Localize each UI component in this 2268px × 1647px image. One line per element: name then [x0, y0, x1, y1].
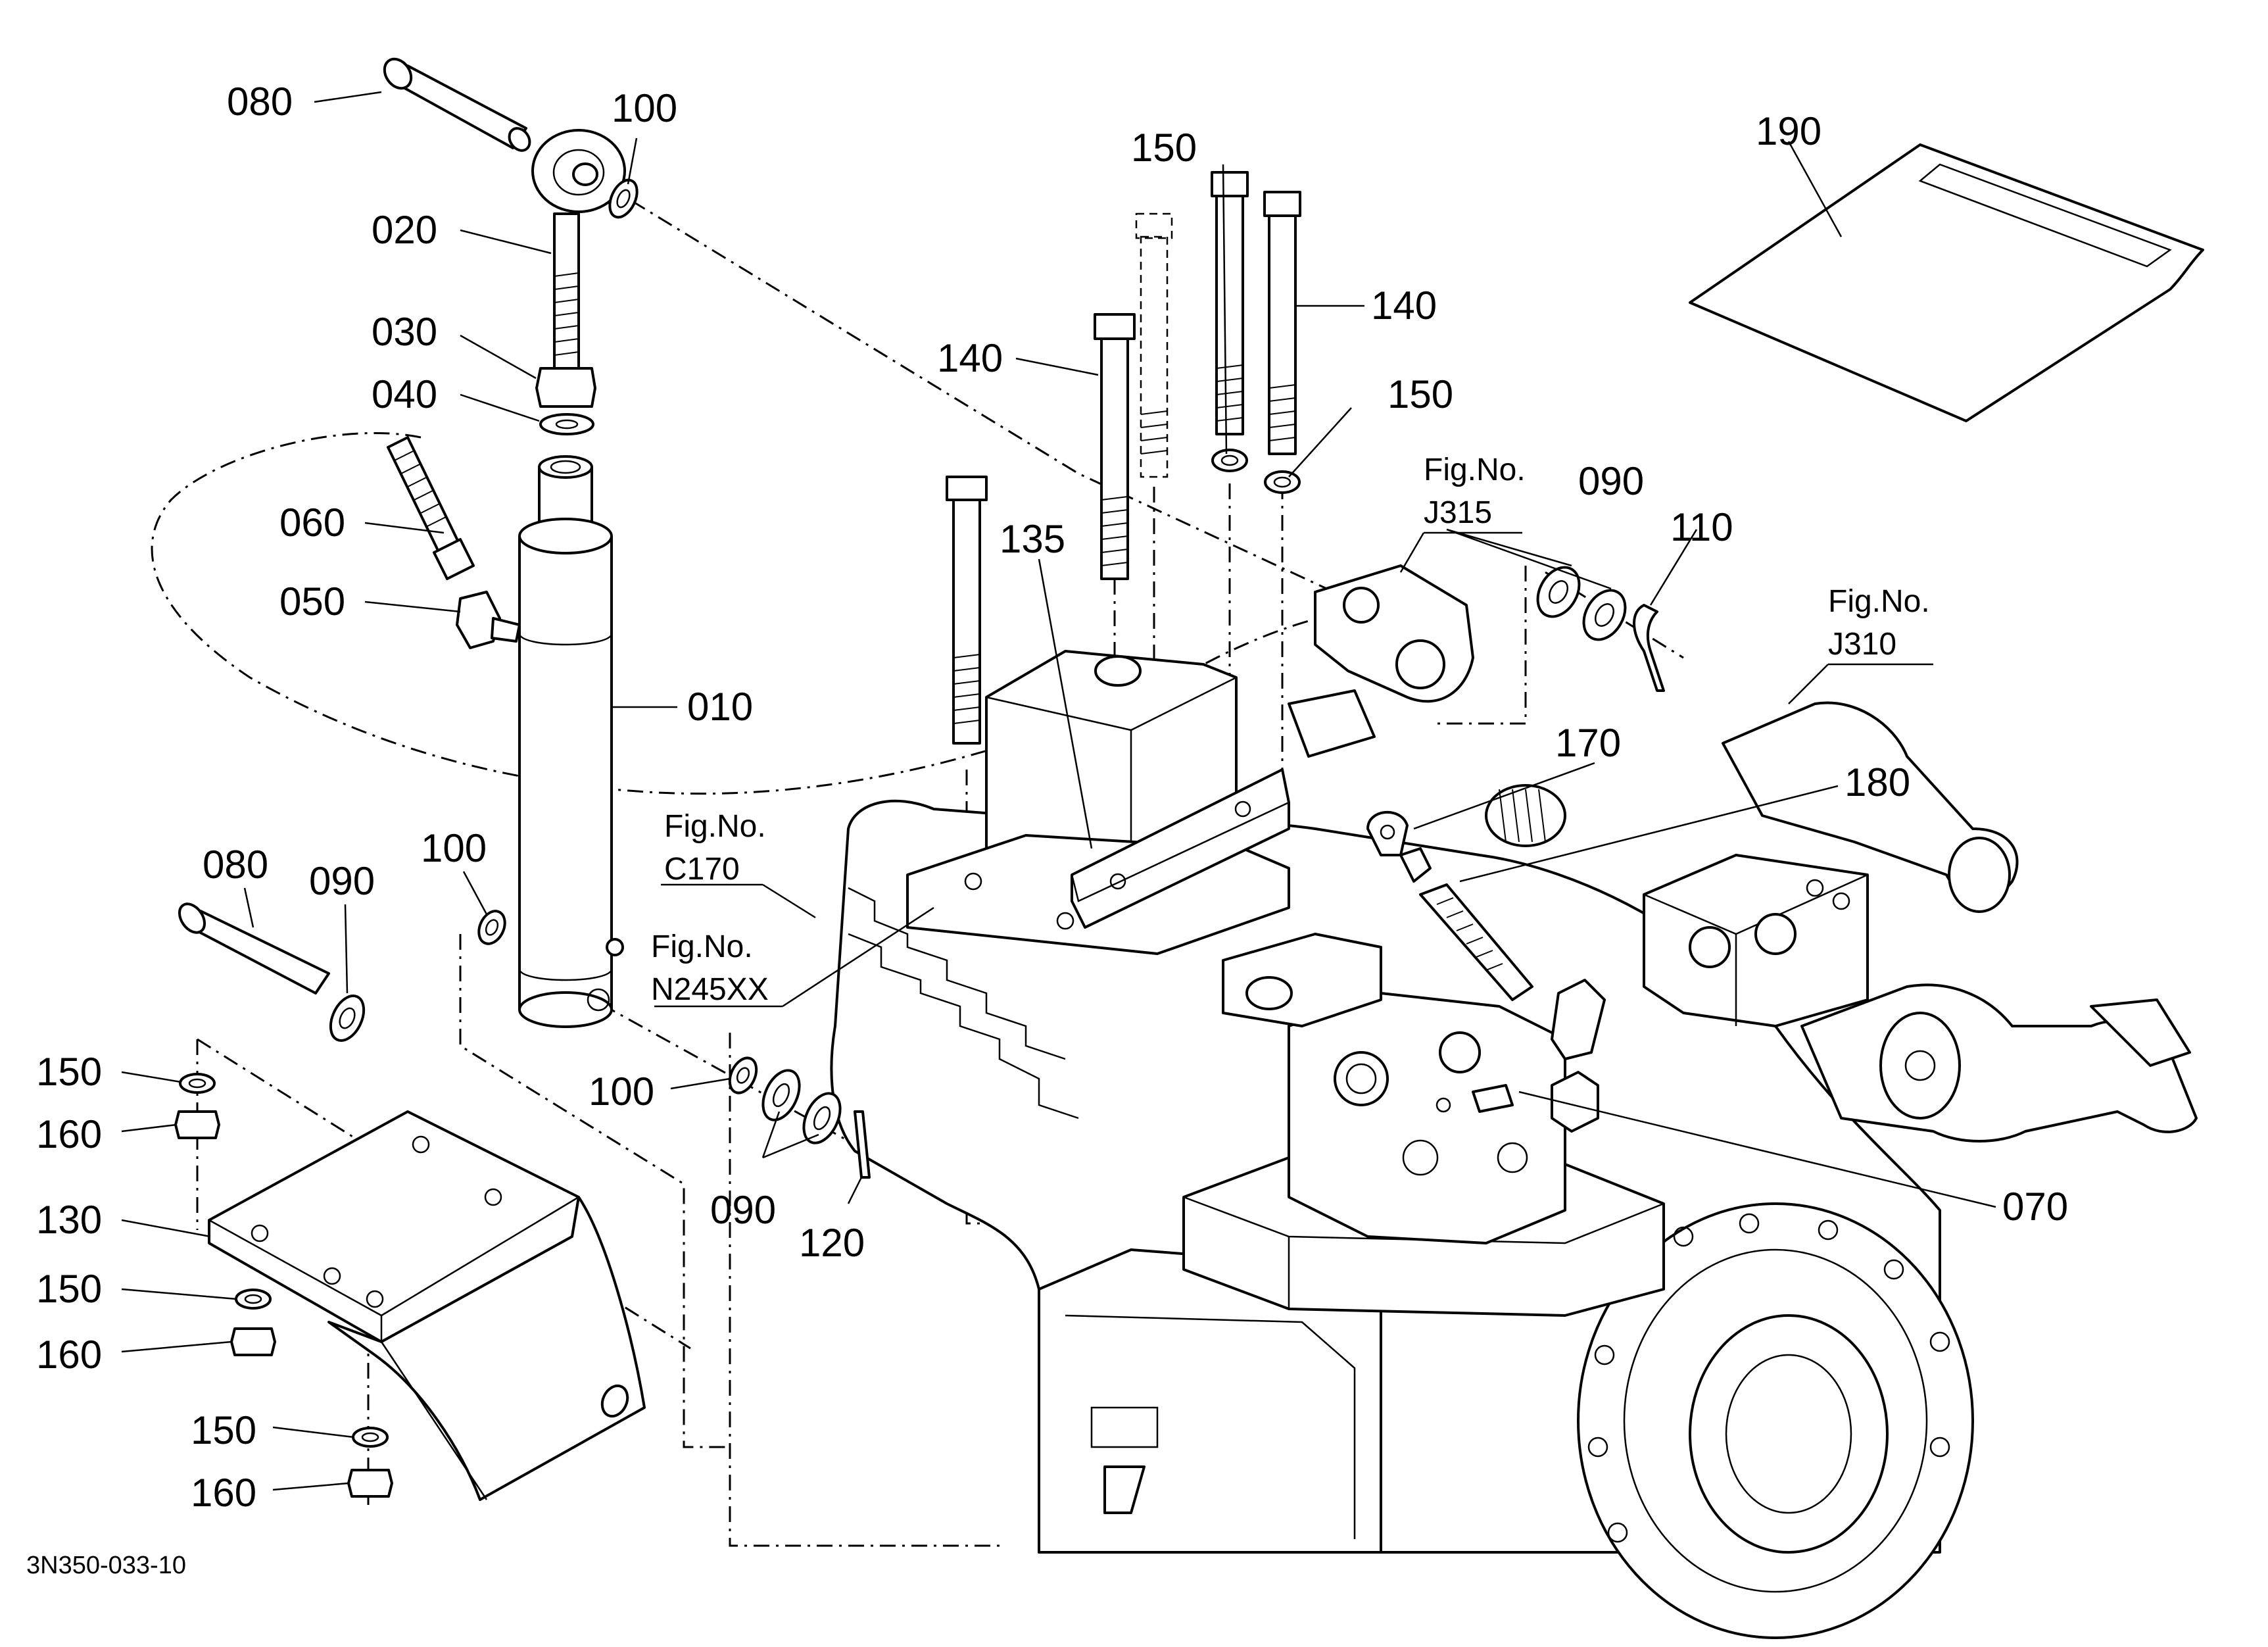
part-label: 100 [612, 86, 677, 130]
part-label: 150 [1131, 126, 1197, 170]
hydraulic-cylinder-010 [518, 455, 624, 1028]
pin-080-top [383, 57, 531, 152]
fig-ref-j315-line1: Fig.No. [1424, 453, 1526, 487]
figure-references: Fig.No. J315 Fig.No. J310 Fig.No. C170 F… [651, 453, 1930, 1007]
part-label: 090 [309, 859, 375, 903]
fig-ref-j315-line2: J315 [1424, 495, 1492, 530]
part-label: 080 [227, 80, 293, 124]
part-label: 110 [1670, 505, 1733, 549]
part-label: 130 [36, 1198, 102, 1242]
nut-160-b [230, 1327, 276, 1356]
clamp-170 [1366, 810, 1409, 856]
fig-ref-n245-line2: N245XX [651, 972, 769, 1007]
part-label: 160 [36, 1112, 102, 1156]
washer-150-a [179, 1073, 216, 1094]
part-label: 140 [1371, 283, 1437, 328]
part-label: 135 [1000, 517, 1065, 561]
part-label: 050 [279, 579, 345, 624]
fig-ref-c170-line2: C170 [664, 852, 740, 887]
bolt-140-right-b [1263, 191, 1301, 455]
part-label: 010 [687, 685, 753, 729]
part-label: 080 [203, 843, 268, 887]
part-label: 160 [36, 1333, 102, 1377]
part-label: 160 [191, 1471, 256, 1515]
part-label: 120 [799, 1221, 865, 1265]
nut-160-c [347, 1469, 393, 1498]
part-label: 140 [937, 336, 1003, 380]
washer-040 [539, 413, 594, 435]
part-label: 090 [710, 1188, 776, 1232]
part-label: 190 [1756, 109, 1822, 153]
part-label: 150 [1387, 372, 1453, 416]
part-label: 070 [2002, 1185, 2068, 1229]
part-label: 040 [372, 372, 437, 416]
part-label: 060 [279, 501, 345, 545]
rod-end-020 [531, 129, 626, 370]
part-number-labels: 080 100 020 030 040 060 050 010 080 090 … [36, 80, 2068, 1515]
manual-document-190 [1689, 143, 2204, 422]
bolt-140-short [946, 476, 988, 745]
part-label: 030 [372, 310, 437, 354]
washer-150-d [1211, 449, 1248, 472]
part-label: 020 [372, 208, 437, 252]
bolt-140-dashed [1135, 212, 1173, 478]
transmission-housing [830, 564, 2198, 1639]
part-label: 180 [1845, 760, 1910, 804]
washer-100-mid [477, 910, 506, 945]
washer-090-right-a [1536, 566, 1581, 618]
fitting-050 [456, 591, 521, 649]
fig-ref-j310-line1: Fig.No. [1828, 584, 1930, 619]
snap-pin-110 [1633, 604, 1665, 692]
washer-090-right-b [1582, 589, 1627, 641]
bracket-130 [208, 1110, 646, 1501]
part-label: 150 [191, 1408, 256, 1452]
part-label: 090 [1578, 459, 1644, 503]
part-label: 100 [421, 826, 487, 870]
bolt-140-right-a [1211, 171, 1249, 435]
washer-150-e [1264, 470, 1301, 494]
washer-100-right [728, 1056, 758, 1094]
washer-090-lower [329, 995, 366, 1042]
washer-150-b [235, 1289, 272, 1310]
fig-ref-n245-line1: Fig.No. [651, 929, 753, 964]
fitting-180 [1399, 847, 1533, 1001]
nut-160-a [174, 1110, 220, 1139]
washer-100-top [608, 178, 639, 219]
part-label: 150 [36, 1050, 102, 1094]
part-label: 100 [589, 1069, 654, 1114]
cover-block-135 [906, 650, 1290, 955]
drawing-code: 3N350-033-10 [26, 1552, 186, 1579]
hose-060 [387, 436, 475, 580]
fig-ref-j310-line2: J310 [1828, 627, 1896, 662]
nut-030 [535, 367, 596, 408]
cotter-pin-120 [854, 1110, 871, 1179]
fig-ref-c170-line1: Fig.No. [664, 809, 766, 844]
bolt-140-mid [1094, 313, 1136, 580]
washer-150-c [352, 1427, 389, 1448]
washer-090-a [761, 1069, 801, 1121]
fitting-070 [1436, 1084, 1514, 1113]
pin-080-lower [178, 902, 330, 995]
washer-090-b [802, 1092, 842, 1144]
part-label: 170 [1555, 721, 1621, 765]
part-label: 150 [36, 1267, 102, 1311]
label-leaders [121, 91, 1996, 1491]
